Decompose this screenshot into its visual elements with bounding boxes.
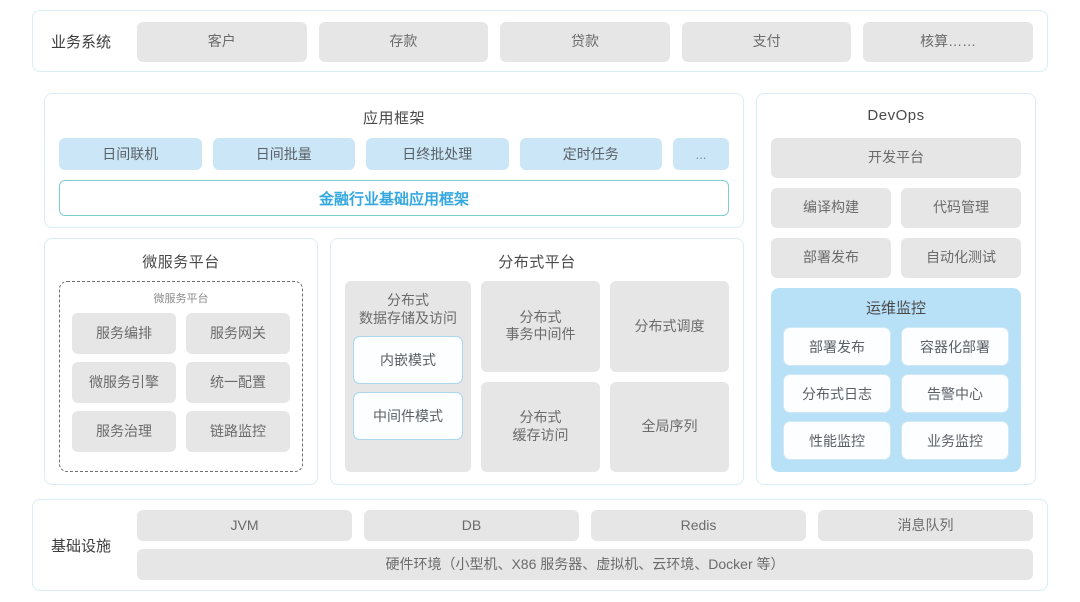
devops-title: DevOps [867,107,925,124]
devops-chip-dev-platform[interactable]: 开发平台 [771,138,1021,178]
devops-body: 开发平台 编译构建 代码管理 部署发布 自动化测试 运维监控 部署发布 容器化部… [771,138,1021,472]
microservice-chip-governance[interactable]: 服务治理 [72,411,176,452]
microservice-grid: 服务编排 服务网关 微服务引擎 统一配置 服务治理 链路监控 [72,313,290,452]
microservice-platform-panel: 微服务平台 微服务平台 服务编排 服务网关 微服务引擎 统一配置 服务治理 链路… [44,238,318,485]
business-chip-payment[interactable]: 支付 [681,22,852,62]
microservice-inner-title: 微服务平台 [153,293,209,305]
microservice-chip-trace-monitor[interactable]: 链路监控 [186,411,290,452]
distributed-card-scheduling[interactable]: 分布式调度 [610,281,729,372]
financial-base-framework-bar[interactable]: 金融行业基础应用框架 [59,180,729,216]
ops-chip-performance-monitor[interactable]: 性能监控 [783,421,891,460]
storage-mode-middleware[interactable]: 中间件模式 [353,392,463,441]
ops-chip-distributed-logs[interactable]: 分布式日志 [783,374,891,413]
ops-chip-deploy-release[interactable]: 部署发布 [783,327,891,366]
devops-chip-compile-build[interactable]: 编译构建 [771,188,891,228]
infrastructure-row: 基础设施 JVM DB Redis 消息队列 硬件环境（小型机、X86 服务器、… [32,499,1048,591]
ops-monitoring-grid: 部署发布 容器化部署 分布式日志 告警中心 性能监控 业务监控 [783,327,1009,460]
infra-chip-redis[interactable]: Redis [591,510,806,541]
business-chip-deposit[interactable]: 存款 [318,22,489,62]
infra-chip-jvm[interactable]: JVM [137,510,352,541]
infrastructure-chips: JVM DB Redis 消息队列 [137,510,1033,541]
ops-chip-business-monitor[interactable]: 业务监控 [901,421,1009,460]
application-framework-chips: 日间联机 日间批量 日终批处理 定时任务 ... [59,138,729,170]
devops-chip-deploy-release[interactable]: 部署发布 [771,238,891,278]
distributed-storage-title: 分布式 数据存储及访问 [359,292,457,327]
infra-chip-db[interactable]: DB [364,510,579,541]
application-framework-title: 应用框架 [362,110,425,127]
storage-mode-embedded[interactable]: 内嵌模式 [353,336,463,385]
business-chip-accounting[interactable]: 核算…… [863,22,1033,62]
appframe-chip-daytime-online[interactable]: 日间联机 [59,138,202,170]
distributed-card-cache-access[interactable]: 分布式 缓存访问 [481,381,600,472]
distributed-card-transaction-middleware[interactable]: 分布式 事务中间件 [481,281,600,372]
infrastructure-label: 基础设施 [51,537,112,555]
microservice-platform-title: 微服务平台 [142,254,220,271]
business-system-label: 业务系统 [51,33,112,51]
microservice-chip-orchestration[interactable]: 服务编排 [72,313,176,354]
distributed-platform-panel: 分布式平台 分布式 数据存储及访问 内嵌模式 中间件模式 分布式 事务中间件 分… [330,238,744,485]
business-chip-loan[interactable]: 贷款 [500,22,670,62]
infra-chip-message-queue[interactable]: 消息队列 [818,510,1033,541]
devops-panel: DevOps 开发平台 编译构建 代码管理 部署发布 自动化测试 运维监控 部署… [756,93,1036,485]
appframe-chip-more[interactable]: ... [673,138,729,170]
microservice-chip-gateway[interactable]: 服务网关 [186,313,290,354]
ops-chip-alert-center[interactable]: 告警中心 [901,374,1009,413]
devops-grid: 编译构建 代码管理 部署发布 自动化测试 [771,188,1021,278]
application-framework-panel: 应用框架 日间联机 日间批量 日终批处理 定时任务 ... 金融行业基础应用框架 [44,93,744,228]
microservice-inner-box: 微服务平台 服务编排 服务网关 微服务引擎 统一配置 服务治理 链路监控 [59,281,303,472]
business-system-row: 业务系统 客户 存款 贷款 支付 核算…… [32,10,1048,72]
appframe-chip-scheduled-task[interactable]: 定时任务 [519,138,662,170]
distributed-platform-body: 分布式 数据存储及访问 内嵌模式 中间件模式 分布式 事务中间件 分布式调度 分… [345,281,729,472]
distributed-platform-title: 分布式平台 [498,254,576,271]
distributed-cards-grid: 分布式 事务中间件 分布式调度 分布式 缓存访问 全局序列 [481,281,729,472]
appframe-chip-eod-batch[interactable]: 日终批处理 [366,138,509,170]
business-chip-customer[interactable]: 客户 [137,22,307,62]
infrastructure-content: JVM DB Redis 消息队列 硬件环境（小型机、X86 服务器、虚拟机、云… [137,510,1033,580]
ops-monitoring-title: 运维监控 [865,300,926,317]
distributed-card-global-sequence[interactable]: 全局序列 [610,381,729,472]
devops-chip-code-management[interactable]: 代码管理 [901,188,1021,228]
distributed-storage-card[interactable]: 分布式 数据存储及访问 内嵌模式 中间件模式 [345,281,471,472]
microservice-chip-engine[interactable]: 微服务引擎 [72,362,176,403]
microservice-chip-unified-config[interactable]: 统一配置 [186,362,290,403]
business-system-chips: 客户 存款 贷款 支付 核算…… [137,22,1033,62]
devops-chip-automated-testing[interactable]: 自动化测试 [901,238,1021,278]
ops-monitoring-panel: 运维监控 部署发布 容器化部署 分布式日志 告警中心 性能监控 业务监控 [771,288,1021,472]
infra-chip-hardware-environment[interactable]: 硬件环境（小型机、X86 服务器、虚拟机、云环境、Docker 等） [137,549,1033,580]
ops-chip-containerized-deploy[interactable]: 容器化部署 [901,327,1009,366]
appframe-chip-daytime-batch[interactable]: 日间批量 [212,138,355,170]
